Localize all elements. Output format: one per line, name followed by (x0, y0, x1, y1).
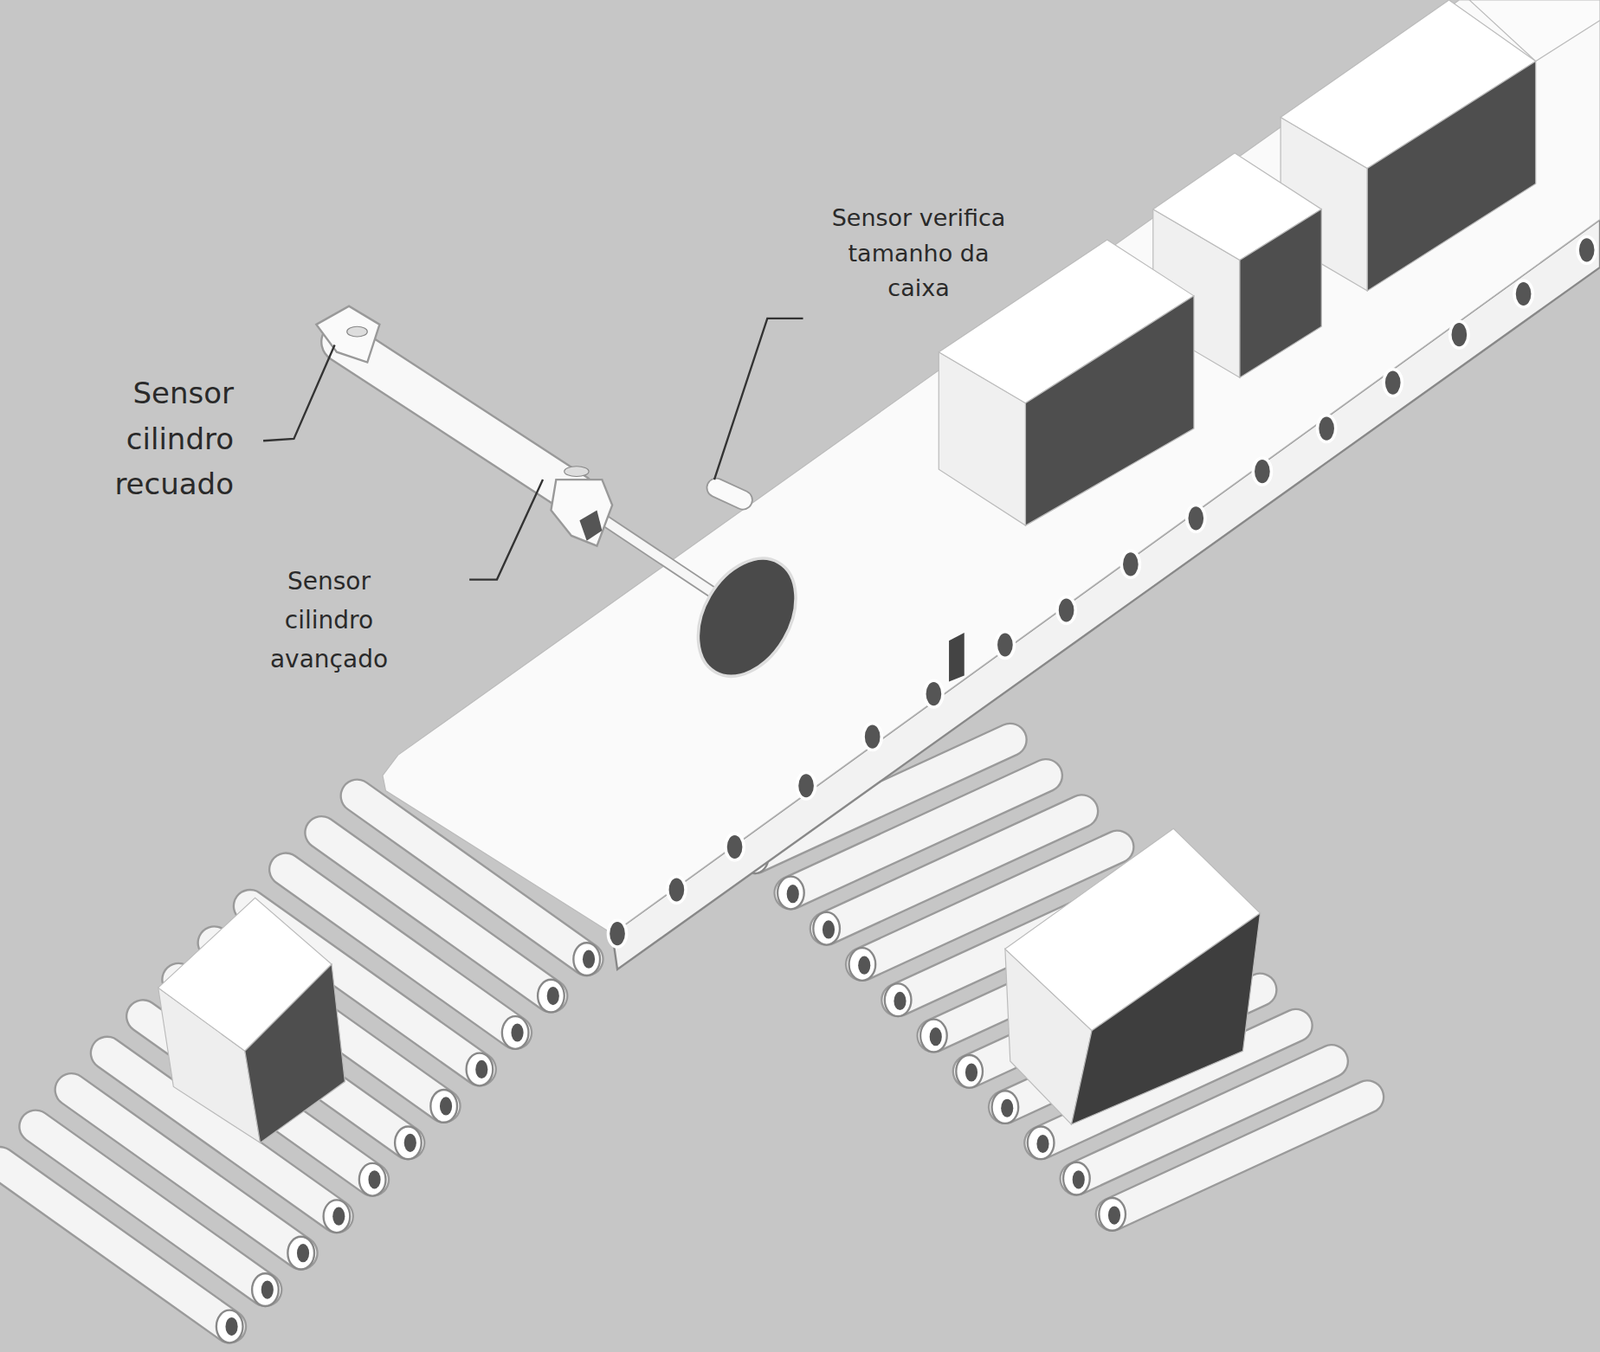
sensor-retracted-label: Sensor cilindro recuado (95, 370, 234, 508)
sensor-advanced-label: Sensor cilindro avançado (259, 562, 399, 679)
boxes (158, 0, 1600, 1143)
main-belt (382, 0, 1600, 970)
sensor-size-label: Sensor verifica tamanho da caixa (814, 200, 1023, 307)
size-sensor (716, 487, 743, 500)
pneumatic-cylinder (316, 306, 816, 695)
leader-lines (263, 318, 803, 581)
left-rollers (0, 796, 600, 1344)
